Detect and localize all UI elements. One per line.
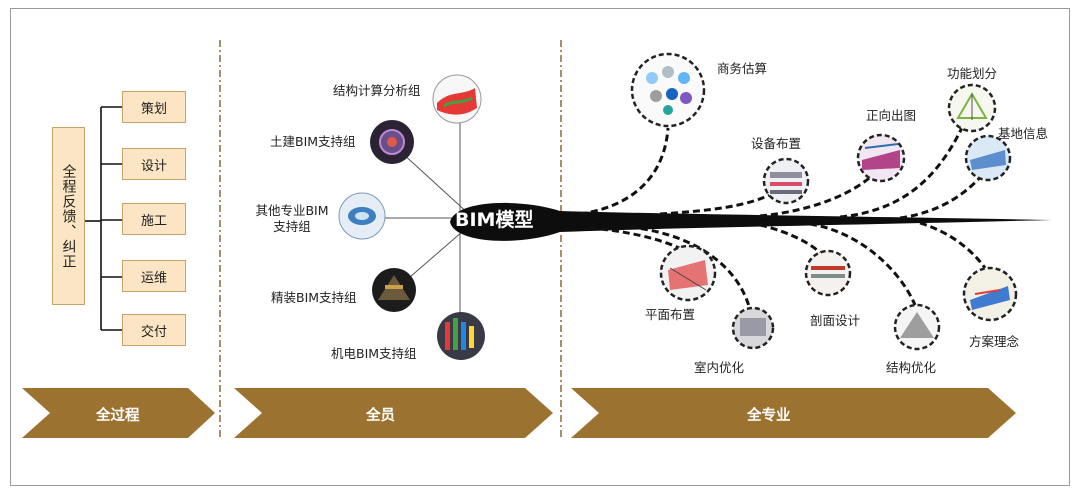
stage-box-3: 施工 [122, 203, 186, 235]
thumb-structure-opt [893, 303, 941, 351]
stage-box-1: 策划 [122, 91, 186, 123]
stage-box-2: 设计 [122, 148, 186, 180]
group-label-other: 其他专业BIM [255, 203, 329, 218]
figure-frame [10, 8, 1070, 486]
thumb-drawing [856, 133, 906, 183]
branch-label-interior: 室内优化 [694, 360, 745, 375]
thumb-decoration [372, 268, 416, 312]
stage-label-3: 施工 [140, 213, 167, 229]
arrow-whole-process [22, 388, 215, 438]
thumb-function [947, 83, 997, 133]
branch-function [839, 109, 972, 219]
thumb-mep [437, 312, 485, 360]
arrow-label-all-staff: 全员 [366, 408, 395, 424]
stage-label-5: 交付 [140, 324, 167, 340]
arrow-all-discipline [571, 388, 1016, 438]
branch-label-drawing: 正向出图 [866, 108, 917, 123]
branch-label-concept: 方案理念 [969, 334, 1020, 349]
branch-label-function: 功能划分 [947, 66, 998, 81]
core-shape [450, 202, 1052, 241]
thumb-business [630, 52, 706, 128]
feedback-label: 全程反馈、纠正 [60, 163, 77, 269]
stage-bracket [85, 106, 122, 331]
thumb-structural-calc [432, 74, 482, 124]
arrow-label-whole-process: 全过程 [96, 408, 140, 424]
core-label: BIM模型 [455, 209, 534, 231]
thumb-other [338, 192, 386, 240]
thumb-equipment [762, 157, 810, 205]
branch-site [899, 171, 987, 220]
stage-label-2: 设计 [140, 158, 167, 174]
group-label-decoration: 精装BIM支持组 [271, 290, 357, 305]
branch-label-site: 基地信息 [998, 126, 1049, 141]
branch-section [759, 223, 827, 259]
branch-label-structure: 结构优化 [886, 360, 937, 375]
group-label-other-2: 支持组 [273, 219, 311, 234]
feedback-box: 全程反馈、纠正 [52, 127, 85, 305]
branch-label-business: 商务估算 [717, 61, 768, 76]
branch-label-section: 剖面设计 [810, 313, 861, 328]
branch-interior [629, 225, 752, 311]
stage-label-1: 策划 [140, 101, 167, 117]
stage-box-4: 运维 [122, 260, 186, 292]
branch-concept [919, 221, 987, 269]
branch-label-plan: 平面布置 [645, 307, 696, 322]
branch-business [579, 127, 670, 216]
branch-structure [809, 222, 917, 306]
group-label-civil: 土建BIM支持组 [270, 134, 356, 149]
thumb-interior [731, 306, 775, 350]
thumb-site [964, 134, 1012, 182]
stage-box-5: 交付 [122, 314, 186, 346]
arrow-all-staff [234, 388, 553, 438]
thumb-civil [370, 120, 414, 164]
arrow-label-all-discipline: 全专业 [747, 408, 791, 424]
thumb-plan [659, 244, 717, 302]
stage-label-4: 运维 [140, 270, 167, 286]
group-label-mep: 机电BIM支持组 [331, 346, 417, 361]
group-label-structural: 结构计算分析组 [333, 83, 421, 98]
thumb-section [804, 249, 852, 297]
thumb-concept [962, 266, 1018, 322]
branch-label-equipment: 设备布置 [751, 136, 802, 151]
